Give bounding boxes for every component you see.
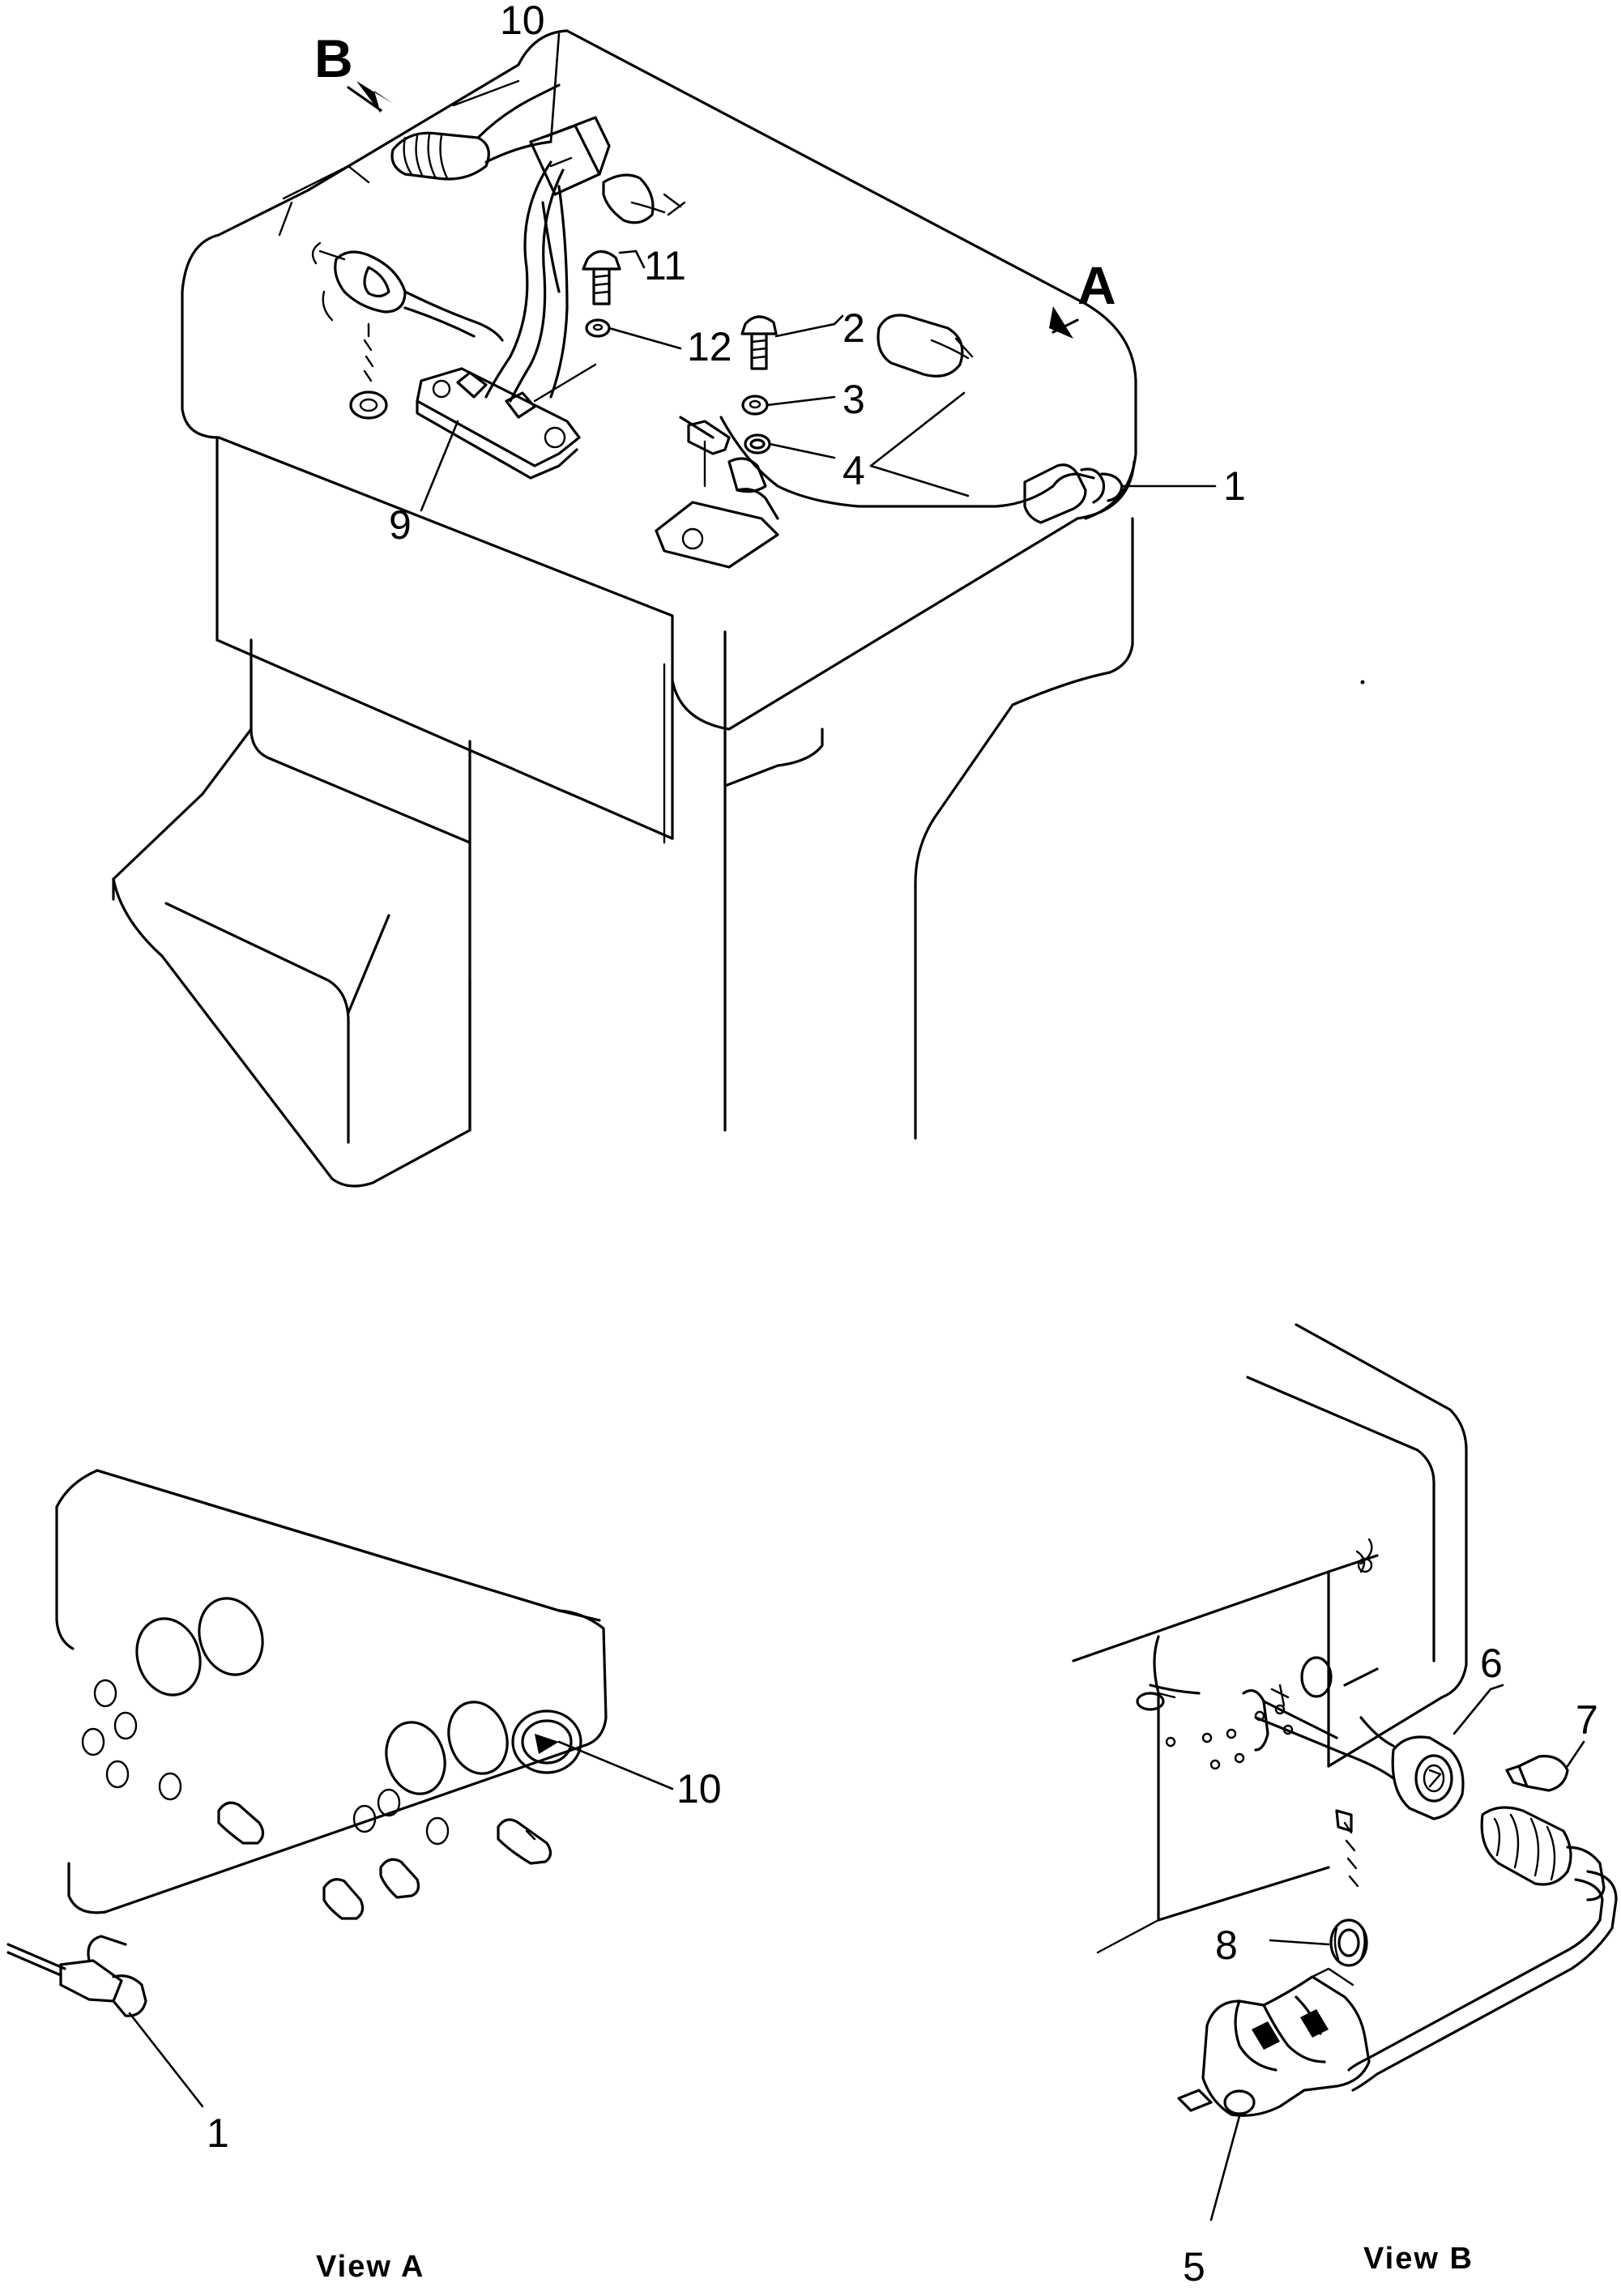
view-b-body <box>1072 1323 1468 1954</box>
label-4: 4 <box>842 448 865 493</box>
label-11: 11 <box>644 243 686 288</box>
view-b-arrow-label: B <box>314 28 353 88</box>
fasteners <box>582 250 778 455</box>
label-1-main: 1 <box>1223 463 1246 509</box>
view-arrow-a <box>1049 306 1079 339</box>
view-b-socket <box>1177 1735 1618 2117</box>
label-8: 8 <box>1215 1923 1238 1968</box>
view-b-caption: View B <box>1363 2242 1474 2276</box>
label-6: 6 <box>1480 1641 1503 1686</box>
label-3: 3 <box>842 377 865 422</box>
label-12: 12 <box>687 324 732 369</box>
view-a-arrow-label: A <box>1077 255 1116 315</box>
label-5: 5 <box>1183 2244 1205 2290</box>
view-arrow-b <box>347 81 393 113</box>
view-a-caption: View A <box>316 2250 425 2284</box>
label-9: 9 <box>389 502 412 548</box>
label-7: 7 <box>1576 1697 1598 1743</box>
view-a-panel <box>6 1469 674 2108</box>
leader-lines-view-b <box>1209 1684 1585 2221</box>
label-10-main: 10 <box>500 0 545 43</box>
label-1-view-a: 1 <box>207 2110 229 2156</box>
main-harness <box>282 79 1124 569</box>
leader-lines-main <box>420 32 1217 512</box>
label-2: 2 <box>842 305 865 351</box>
machine-body <box>112 29 1137 1188</box>
label-10-view-a: 10 <box>676 1766 722 1812</box>
